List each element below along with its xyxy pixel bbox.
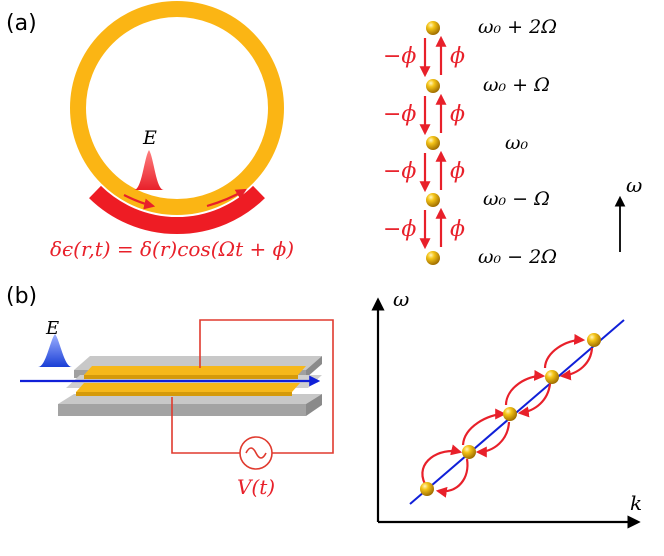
ring-modulated-section	[89, 185, 265, 234]
propagation-arrow-right	[206, 188, 247, 208]
arc-down-1	[435, 458, 469, 498]
ring-resonator	[70, 1, 284, 234]
phase-plus-label: ϕ	[450, 44, 465, 69]
voltage-label: V(t)	[237, 475, 275, 499]
modulator-device	[58, 356, 322, 416]
coupling-pair-3: −ϕ ϕ	[383, 150, 465, 193]
arc-up-4	[543, 333, 586, 369]
level-ball-2	[426, 79, 440, 93]
wire-top	[199, 319, 334, 454]
electrode-bottom	[76, 383, 300, 392]
propagation-arrow-left	[123, 194, 156, 210]
mode-ball-4	[545, 370, 559, 384]
coupling-pair-1: −ϕ ϕ	[383, 35, 465, 78]
coupling-pair-2: −ϕ ϕ	[383, 93, 465, 136]
arc-down-3	[517, 383, 552, 418]
mode-ball-5	[587, 333, 601, 347]
arc-up-3	[504, 369, 546, 406]
slab-back-side	[306, 356, 322, 378]
level-label-3: ω₀	[505, 132, 528, 154]
arc-down-2	[475, 421, 511, 458]
frequency-axis-label: ω	[626, 173, 642, 197]
y-axis-label: ω	[393, 287, 409, 311]
phase-minus-label: −ϕ	[383, 102, 416, 127]
phase-plus-label: ϕ	[450, 217, 465, 242]
level-label-5: ω₀ − 2Ω	[478, 246, 557, 268]
level-label-1: ω₀ + 2Ω	[478, 16, 557, 38]
phase-plus-label: ϕ	[450, 102, 465, 127]
x-axis-label: k	[630, 491, 642, 515]
drive-circuit	[171, 319, 334, 470]
panel-a-label: (a)	[6, 11, 37, 36]
slab-front-face	[58, 404, 306, 416]
level-label-2: ω₀ + Ω	[483, 74, 550, 96]
modulation-equation: δϵ(r,t) = δ(r)cos(Ωt + ϕ)	[50, 237, 294, 261]
panel-b-label: (b)	[6, 284, 37, 309]
ring-yellow-section	[70, 1, 284, 215]
mode-ball-1	[420, 482, 434, 496]
phase-minus-label: −ϕ	[383, 159, 416, 184]
electrode-bottom-face	[76, 392, 292, 396]
arc-down-4	[559, 347, 594, 381]
frequency-ladder: −ϕ ϕ −ϕ ϕ −ϕ ϕ −ϕ ϕ ω₀ + 2Ω ω₀ + Ω ω₀ ω₀…	[383, 16, 557, 268]
coupling-arcs	[421, 333, 594, 498]
mode-ball-2	[462, 445, 476, 459]
pulse-red	[134, 150, 164, 190]
slab-front-side	[306, 394, 322, 416]
level-ball-4	[426, 193, 440, 207]
dispersion-plot: ω k	[371, 287, 642, 529]
wire-bottom	[171, 397, 240, 454]
pulse-label-b: E	[45, 318, 59, 339]
level-ball-1	[426, 21, 440, 35]
level-ball-5	[426, 251, 440, 265]
pulse-blue	[38, 334, 72, 367]
level-ball-3	[426, 136, 440, 150]
mode-ball-3	[503, 407, 517, 421]
sine-symbol	[245, 447, 267, 459]
electrode-top-face	[84, 375, 298, 379]
arc-up-2	[461, 408, 507, 446]
arc-up-1	[421, 444, 463, 485]
phase-minus-label: −ϕ	[383, 217, 416, 242]
phase-plus-label: ϕ	[450, 159, 465, 184]
dispersion-line	[409, 319, 625, 505]
pulse-label-a: E	[142, 127, 157, 149]
level-label-4: ω₀ − Ω	[483, 188, 550, 210]
phase-minus-label: −ϕ	[383, 44, 416, 69]
slab-front-top	[58, 394, 322, 404]
coupling-pair-4: −ϕ ϕ	[383, 207, 465, 250]
electrode-top	[84, 366, 306, 375]
